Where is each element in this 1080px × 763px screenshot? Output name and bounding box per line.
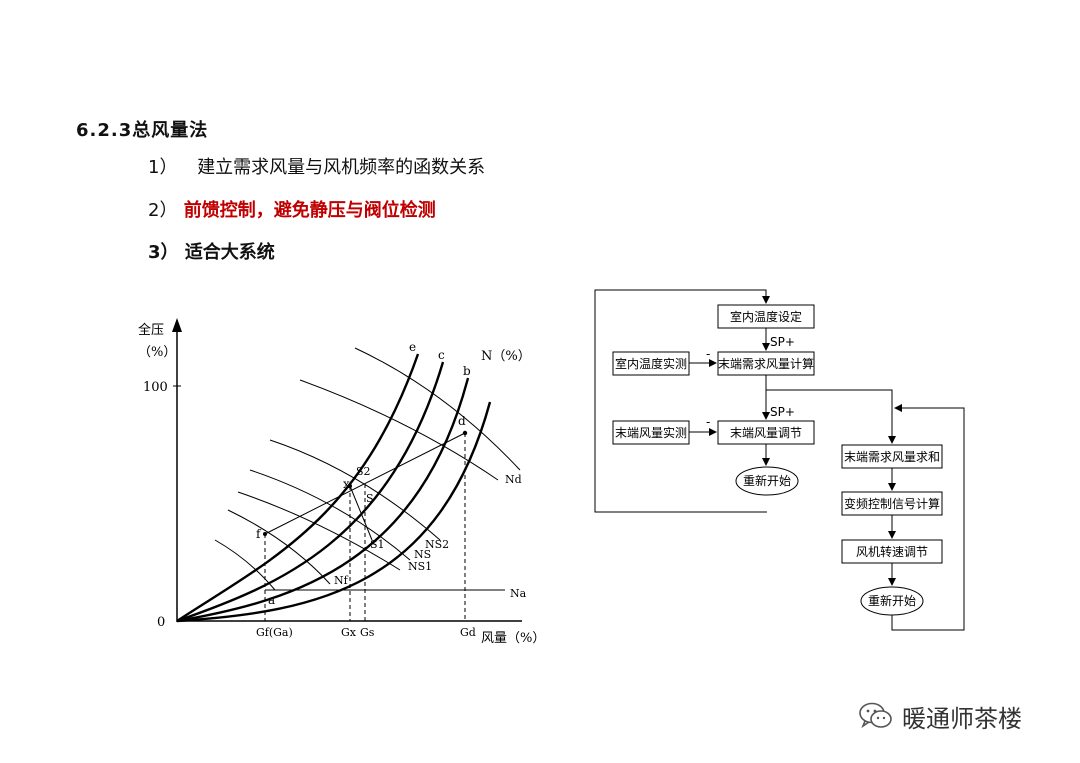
point-x — [348, 484, 352, 488]
speed-line-low — [214, 539, 276, 591]
point-1-text: 建立需求风量与风机频率的函数关系 — [197, 157, 486, 178]
curve-b — [176, 377, 470, 623]
x-axis-label: 风量（%） — [481, 631, 545, 646]
speed-line-nf — [227, 509, 331, 585]
loop-frame-right — [891, 404, 965, 631]
box-fan-speed-adjust-text: 风机转速调节 — [856, 544, 928, 559]
x-tick-gd: Gd — [460, 626, 476, 639]
curve-b-label: b — [463, 364, 471, 378]
point-d — [462, 430, 468, 436]
point-d-label: d — [458, 414, 466, 428]
line-na-label: Na — [510, 587, 527, 600]
fan-system-curve-diagram: 全压 （%） 100 0 风量（%） N（%） e c b d f a x S2… — [138, 318, 545, 646]
point-f — [263, 532, 267, 536]
line-x-s1 — [349, 485, 373, 541]
speed-line-ns2 — [269, 439, 441, 541]
box-terminal-demand-calc-text: 末端需求风量计算 — [718, 356, 814, 371]
origin-label: 0 — [157, 615, 165, 630]
curve-e — [176, 353, 420, 623]
system-curve — [176, 401, 492, 623]
section-title: 6.2.3总风量法 — [76, 120, 209, 141]
point-a-label: a — [268, 593, 275, 607]
line-ns1-label: NS1 — [408, 560, 432, 573]
point-2-num: 2） — [148, 200, 178, 221]
point-1-num: 1） — [148, 157, 178, 178]
y-label-2: （%） — [138, 345, 176, 360]
box-terminal-flow-measured-text: 末端风量实测 — [615, 425, 687, 440]
line-ns-label: NS — [414, 548, 431, 561]
minus-1: - — [706, 347, 710, 361]
line-f-to-d — [264, 432, 466, 535]
point-s1-label: S1 — [370, 538, 385, 551]
loop-frame-left — [594, 289, 770, 513]
box-room-temp-measured-text: 室内温度实测 — [615, 356, 687, 371]
control-flowchart: 室内温度设定 室内温度实测 末端需求风量计算 末端风量实测 末端风量调节 重新开… — [594, 289, 965, 631]
curve-c-label: c — [438, 348, 445, 362]
point-s-label: S — [366, 492, 374, 505]
box-terminal-flow-adjust-text: 末端风量调节 — [730, 426, 802, 440]
line-nd-label: Nd — [505, 473, 522, 486]
restart-oval-1 — [735, 466, 799, 496]
curve-e-label: e — [409, 340, 416, 354]
x-tick-gx: Gx — [341, 626, 357, 639]
point-s2-label: S2 — [356, 465, 371, 478]
y-label-1: 全压 — [138, 322, 164, 338]
minus-2: - — [706, 415, 710, 429]
y-tick-100-label: 100 — [143, 380, 168, 395]
restart-2-text: 重新开始 — [868, 593, 916, 608]
watermark-text: 暖通师茶楼 — [902, 704, 1022, 733]
x-tick-gf: Gf(Ga) — [256, 626, 293, 639]
point-2: 2） 前馈控制，避免静压与阀位检测 — [148, 196, 436, 222]
speed-line-top — [354, 347, 521, 471]
point-f-label: f — [256, 527, 262, 541]
restart-1-text: 重新开始 — [743, 473, 791, 488]
box-room-temp-set-text: 室内温度设定 — [730, 309, 802, 324]
fan-curve-label: N（%） — [481, 349, 531, 364]
watermark: 暖通师茶楼 — [858, 700, 1022, 733]
arrow-calc-to-sum — [766, 389, 896, 444]
box-vfd-signal-calc-text: 变频控制信号计算 — [844, 496, 940, 511]
box-demand-sum-text: 末端需求风量求和 — [844, 450, 940, 464]
sp-plus-1: SP+ — [770, 335, 795, 349]
line-ns2-label: NS2 — [425, 538, 449, 551]
point-3-num: 3） — [148, 242, 179, 263]
speed-line-ns1 — [237, 491, 401, 571]
point-1: 1） 建立需求风量与风机频率的函数关系 — [148, 153, 485, 179]
curve-c — [176, 361, 445, 623]
speed-line-nd — [299, 379, 499, 481]
point-3-text: 适合大系统 — [184, 242, 275, 263]
point-3: 3） 适合大系统 — [148, 238, 275, 264]
x-tick-gs: Gs — [360, 626, 375, 639]
line-nf-label: Nf — [334, 574, 349, 587]
point-2-text: 前馈控制，避免静压与阀位检测 — [183, 200, 436, 221]
y-axis-arrow — [172, 318, 182, 332]
point-x-label: x — [343, 477, 350, 491]
wechat-icon — [859, 702, 892, 729]
sp-plus-2: SP+ — [770, 405, 795, 419]
speed-line-ns — [249, 469, 411, 561]
